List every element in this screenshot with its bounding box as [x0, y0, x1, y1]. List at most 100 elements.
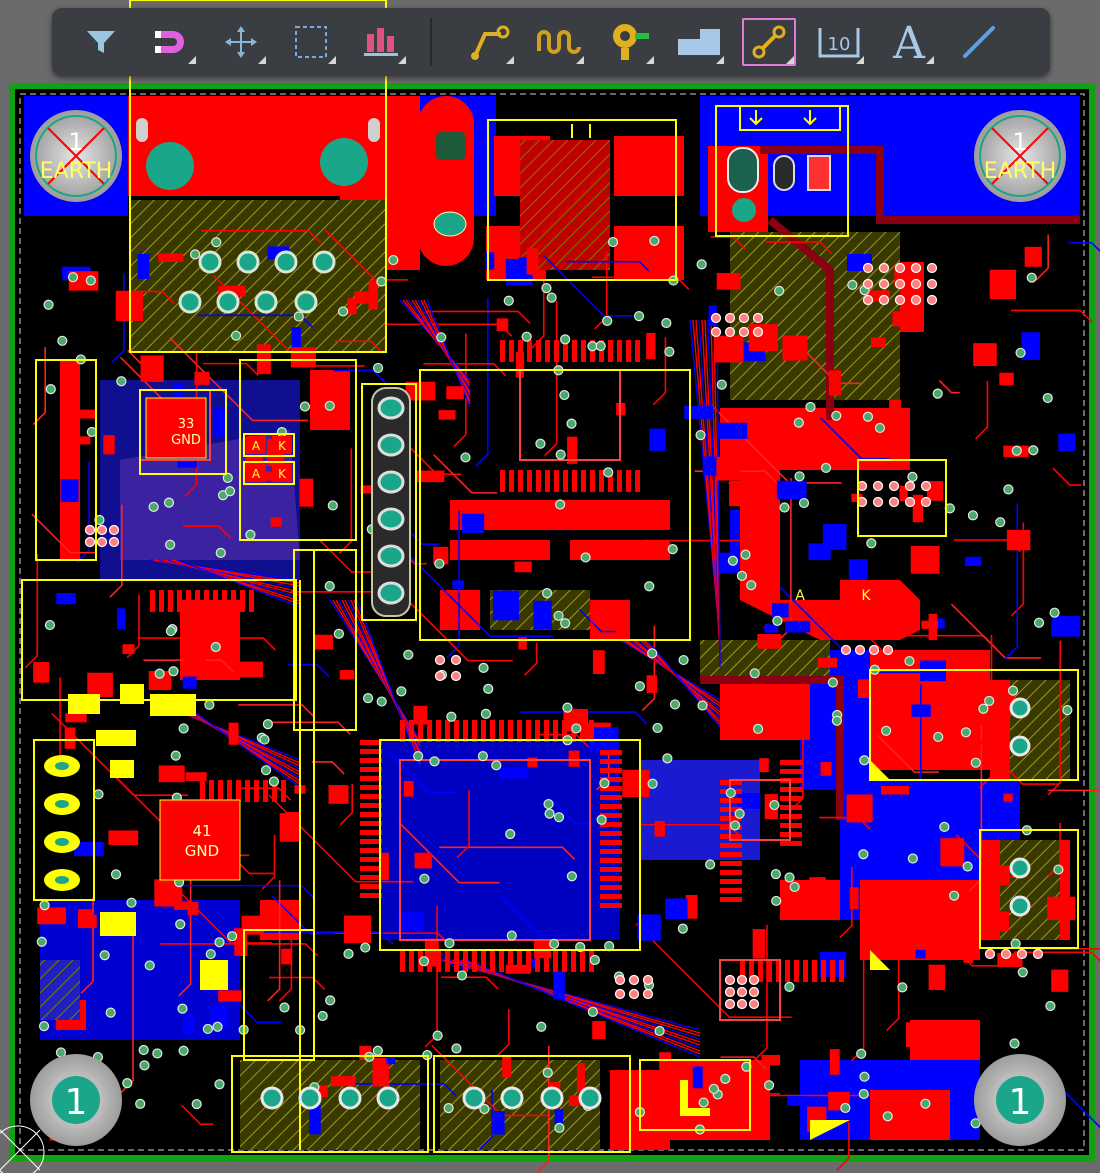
- via: [736, 998, 748, 1010]
- diode-d3[interactable]: A K: [795, 588, 871, 604]
- via: [154, 668, 165, 679]
- trace: [425, 310, 531, 324]
- ic-pin: [600, 849, 622, 854]
- ic-pin: [360, 776, 382, 781]
- trace: [716, 319, 721, 668]
- connector-pin: [462, 1086, 486, 1110]
- via: [748, 998, 760, 1010]
- polygon-button[interactable]: [668, 14, 730, 70]
- pad: [33, 661, 50, 683]
- trace: [886, 902, 900, 1032]
- ic-pin: [720, 888, 742, 893]
- via: [122, 1078, 133, 1089]
- select-button[interactable]: [280, 14, 342, 70]
- route-button[interactable]: [458, 14, 520, 70]
- ic-u41[interactable]: 41 GND: [159, 799, 241, 881]
- ic-pin: [254, 780, 259, 802]
- ic-pin: [600, 867, 622, 872]
- ic-pin: [360, 848, 382, 853]
- via: [840, 1102, 851, 1114]
- snap-button[interactable]: [140, 14, 202, 70]
- ic-pin: [517, 950, 522, 972]
- length-tune-icon: [537, 30, 581, 54]
- chevron-down-icon: [258, 56, 266, 64]
- via: [858, 1088, 869, 1100]
- diode-d1[interactable]: A K: [243, 433, 295, 457]
- ic-pin-label: 41: [192, 822, 211, 840]
- diode-cathode-label: K: [278, 439, 287, 453]
- via: [1032, 948, 1044, 960]
- via: [148, 501, 159, 513]
- diode-d2[interactable]: A K: [243, 461, 295, 485]
- pad: [228, 722, 239, 745]
- via: [794, 471, 805, 482]
- via-button[interactable]: [598, 14, 660, 70]
- pad: [692, 1066, 703, 1089]
- pad: [372, 1057, 389, 1087]
- move-button[interactable]: [210, 14, 272, 70]
- via: [262, 719, 273, 730]
- via: [984, 695, 995, 707]
- pad: [515, 351, 525, 378]
- length-tune-button[interactable]: [528, 14, 590, 70]
- via: [878, 278, 890, 290]
- ic-pin: [490, 720, 495, 742]
- trace: [646, 639, 721, 728]
- ic-u33[interactable]: 33 GND: [145, 397, 207, 459]
- ic-pin: [427, 950, 432, 972]
- trace: [498, 894, 567, 937]
- pad: [648, 264, 671, 276]
- pad: [622, 769, 650, 798]
- via: [105, 1007, 116, 1018]
- via: [126, 897, 137, 908]
- connector-arrows: [500, 105, 841, 138]
- via: [67, 272, 79, 283]
- ic-pin: [526, 720, 531, 742]
- via: [724, 986, 736, 998]
- pad: [183, 659, 206, 679]
- via: [554, 1122, 565, 1134]
- via: [628, 974, 640, 986]
- align-icon: [364, 28, 398, 56]
- ic-pin: [231, 590, 236, 612]
- text-button[interactable]: A: [878, 14, 940, 70]
- trace: [180, 1104, 214, 1125]
- connector-pin: [1009, 735, 1031, 757]
- ic-pin: [227, 780, 232, 802]
- via: [734, 808, 745, 819]
- via: [677, 923, 688, 934]
- via: [1016, 948, 1028, 960]
- pad: [103, 435, 115, 455]
- via: [259, 734, 270, 745]
- pad: [461, 513, 485, 533]
- diode-cathode-label: K: [278, 467, 287, 481]
- via: [84, 536, 96, 548]
- line-button[interactable]: [948, 14, 1010, 70]
- trace: [550, 798, 592, 825]
- pad: [194, 371, 210, 385]
- interactive-routing-button[interactable]: [738, 14, 800, 70]
- ic-pin: [177, 590, 182, 612]
- ic-pin: [794, 960, 799, 982]
- pad: [993, 690, 1015, 716]
- chevron-down-icon: [398, 56, 406, 64]
- ic-pin: [600, 876, 622, 881]
- trace: [935, 879, 949, 920]
- pad: [330, 1076, 356, 1087]
- pad: [992, 911, 1009, 932]
- mounting-hole-bottom-right: 1: [974, 1054, 1066, 1146]
- via: [116, 376, 127, 387]
- ic-pin: [509, 340, 514, 362]
- pad: [787, 1095, 806, 1106]
- ic-pin: [626, 340, 631, 362]
- ic-pin: [830, 960, 835, 982]
- via: [571, 723, 582, 734]
- pad: [218, 990, 242, 1002]
- via: [491, 760, 502, 771]
- align-button[interactable]: [350, 14, 412, 70]
- ic-pin: [249, 590, 254, 612]
- filter-button[interactable]: [70, 14, 132, 70]
- header-pin-drill: [55, 800, 69, 808]
- dimension-button[interactable]: 10: [808, 14, 870, 70]
